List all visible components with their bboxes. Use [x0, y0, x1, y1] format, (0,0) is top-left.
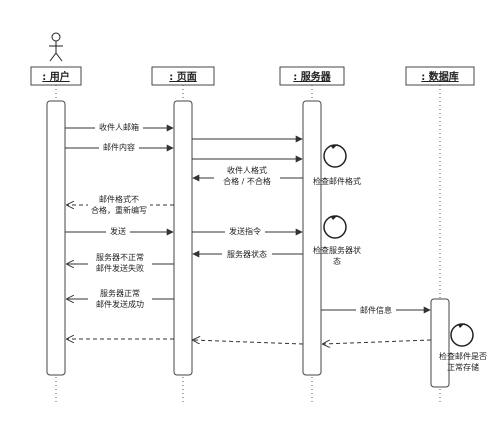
self-call-check-server	[323, 215, 347, 239]
self-call-check-server-line2: 态	[333, 256, 341, 266]
activation-user	[46, 100, 66, 376]
activation-server	[302, 100, 322, 376]
self-call-check-server-line1: 检查服务器状	[313, 245, 361, 255]
msg-mail-info-label: 邮件信息	[360, 305, 392, 315]
msg-recipient-email-label: 收件人邮箱	[99, 122, 139, 132]
self-call-check-stored	[450, 323, 474, 347]
lifeline-header-database[interactable]: : 数据库	[405, 66, 475, 86]
msg-recipient-format-line1: 收件人格式	[227, 165, 267, 175]
activation-page	[173, 100, 193, 376]
msg-server-abnormal-line1: 服务器不正常	[96, 252, 144, 262]
lifeline-header-server[interactable]: : 服务器	[279, 66, 345, 86]
msg-server-status-label: 服务器状态	[227, 249, 267, 259]
msg-mail-content-label: 邮件内容	[103, 142, 135, 152]
self-call-check-stored-line2: 正常存储	[447, 362, 479, 372]
msg-server-normal-line2: 邮件发送成功	[96, 299, 144, 309]
self-call-check-format-label: 检查邮件格式	[313, 176, 361, 186]
msg-server-abnormal-line2: 邮件发送失败	[96, 263, 144, 273]
msg-mail-format-bad-line2: 合格，重新编写	[91, 205, 147, 215]
self-call-check-stored-line1: 检查邮件是否	[439, 351, 487, 361]
msg-mail-format-bad-line1: 邮件格式不	[99, 194, 139, 204]
msg-server-normal-line1: 服务器正常	[100, 288, 140, 298]
lifeline-server-label: : 服务器	[293, 70, 331, 83]
actor-icon	[49, 32, 63, 62]
self-call-check-format	[323, 144, 347, 168]
lifeline-header-user[interactable]: : 用户	[30, 66, 82, 86]
lifeline-page-label: : 页面	[169, 71, 196, 83]
msg-send-label: 发送	[110, 226, 126, 236]
lifeline-header-page[interactable]: : 页面	[151, 66, 215, 86]
lifeline-user-label: : 用户	[42, 70, 69, 83]
msg-server-return-arrow	[193, 340, 304, 345]
activation-database	[430, 298, 450, 388]
msg-db-return-arrow	[323, 339, 432, 344]
msg-send-command-label: 发送指令	[229, 226, 261, 236]
msg-recipient-format-line2: 合格 / 不合格	[223, 176, 271, 186]
lifeline-database-label: : 数据库	[421, 70, 458, 83]
